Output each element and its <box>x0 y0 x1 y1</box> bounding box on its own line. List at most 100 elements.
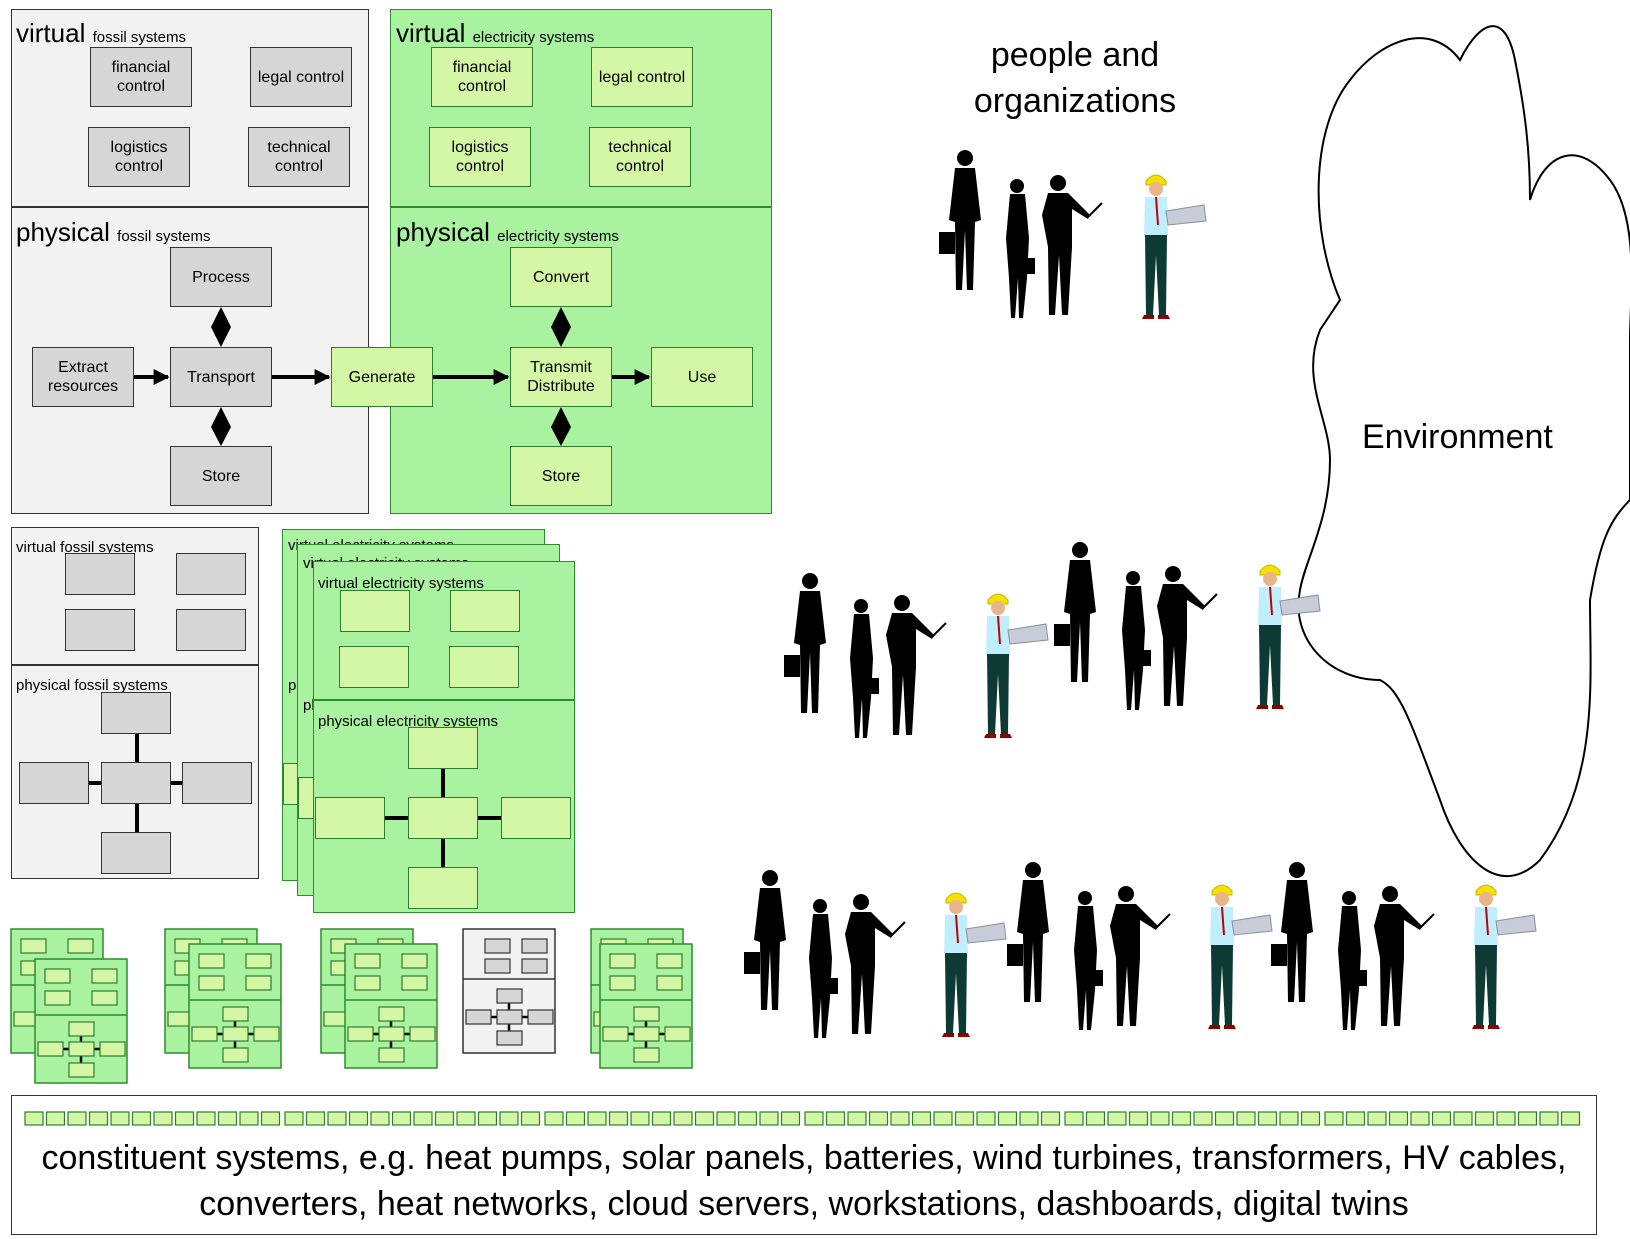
constituent-system-box <box>239 1111 259 1126</box>
electricity-legal-control-box: legal control <box>591 47 693 107</box>
people-and-organizations-label: people and organizations <box>973 36 1177 120</box>
constituent-system-box <box>1324 1111 1344 1126</box>
constituent-system-box <box>1496 1111 1516 1126</box>
constituent-system-box <box>608 1111 629 1126</box>
constituent-system-box <box>174 1111 195 1126</box>
constituent-system-box <box>1474 1111 1495 1126</box>
constituent-system-box <box>153 1111 173 1126</box>
constituent-system-box <box>434 1111 455 1126</box>
small-fossil-pbox-bottom <box>101 832 171 874</box>
fossil-financial-control-box: financial control <box>90 47 192 107</box>
constituent-system-box <box>1279 1111 1299 1126</box>
constituent-system-box <box>1345 1111 1366 1126</box>
constituent-system-box <box>630 1111 650 1126</box>
constituent-system-box <box>260 1111 281 1126</box>
constituent-system-box <box>1388 1111 1409 1126</box>
small-electricity-pbox-left <box>315 797 385 839</box>
constituent-system-box <box>370 1111 390 1126</box>
constituent-system-box <box>1171 1111 1192 1126</box>
constituent-system-box <box>544 1111 564 1126</box>
small-fossil-pbox-top <box>101 692 171 734</box>
constituent-system-box <box>565 1111 586 1126</box>
small-fossil-physical-label: physical fossil systems <box>16 677 168 694</box>
constituent-system-box <box>868 1111 889 1126</box>
electricity-physical-header: physical electricity systems <box>396 217 619 247</box>
constituent-system-box <box>217 1111 238 1126</box>
constituent-system-box <box>651 1111 672 1126</box>
small-electricity-vbox <box>450 590 520 632</box>
constituent-system-box <box>1539 1111 1559 1126</box>
fossil-logistics-control-box: logistics control <box>88 127 190 187</box>
constituent-system-box <box>976 1111 996 1126</box>
constituent-system-box <box>780 1111 801 1126</box>
fossil-store-box: Store <box>170 446 272 506</box>
small-fossil-virtual-panel <box>11 527 259 665</box>
constituent-system-box <box>131 1111 152 1126</box>
constituent-system-box <box>1107 1111 1127 1126</box>
constituent-system-box <box>196 1111 216 1126</box>
fossil-extract-box: Extract resources <box>32 347 134 407</box>
small-fossil-vbox <box>176 553 246 595</box>
fossil-technical-control-box: technical control <box>248 127 350 187</box>
constituent-system-box <box>477 1111 498 1126</box>
electricity-technical-control-box: technical control <box>589 127 691 187</box>
fossil-virtual-header: virtual fossil systems <box>16 18 186 48</box>
constituent-system-box <box>1019 1111 1039 1126</box>
small-fossil-pbox-center <box>101 762 171 804</box>
electricity-store-box: Store <box>510 446 612 506</box>
constituent-system-box <box>45 1111 66 1126</box>
constituent-system-box <box>911 1111 932 1126</box>
constituent-system-box <box>1214 1111 1235 1126</box>
constituent-system-box <box>88 1111 109 1126</box>
fossil-process-box: Process <box>170 247 272 307</box>
constituent-system-box <box>499 1111 519 1126</box>
constituent-systems-text: constituent systems, e.g. heat pumps, so… <box>41 1139 1567 1223</box>
constituent-system-box <box>110 1111 130 1126</box>
constituent-system-box <box>520 1111 541 1126</box>
electricity-financial-control-box: financial control <box>431 47 533 107</box>
electricity-generate-box: Generate <box>331 347 433 407</box>
constituent-system-box <box>67 1111 87 1126</box>
constituent-system-box <box>825 1111 846 1126</box>
small-electricity-vbox <box>449 646 519 688</box>
electricity-convert-box: Convert <box>510 247 612 307</box>
constituent-system-box <box>1453 1111 1473 1126</box>
double-arrow-transmit-store <box>551 407 571 446</box>
constituent-system-box <box>327 1111 347 1126</box>
fossil-legal-control-box: legal control <box>250 47 352 107</box>
small-electricity-virtual-label: virtual electricity systems <box>318 575 484 592</box>
constituent-system-box <box>997 1111 1018 1126</box>
small-fossil-vbox <box>176 609 246 651</box>
small-fossil-vbox <box>65 553 135 595</box>
electricity-logistics-control-box: logistics control <box>429 127 531 187</box>
constituent-system-box <box>737 1111 758 1126</box>
constituent-system-box <box>890 1111 910 1126</box>
constituent-system-box <box>413 1111 433 1126</box>
constituent-system-box <box>954 1111 975 1126</box>
constituent-system-box <box>1431 1111 1452 1126</box>
constituent-system-box <box>1128 1111 1149 1126</box>
constituent-system-box <box>456 1111 476 1126</box>
constituent-system-box <box>1236 1111 1256 1126</box>
double-arrow-process-transport <box>211 307 231 347</box>
constituent-system-box <box>391 1111 412 1126</box>
constituent-system-box <box>1064 1111 1084 1126</box>
constituent-system-box <box>1517 1111 1538 1126</box>
constituent-system-box <box>1560 1111 1581 1126</box>
small-fossil-pbox-right <box>182 762 252 804</box>
constituent-system-box <box>1410 1111 1430 1126</box>
electricity-transmit-box: Transmit Distribute <box>510 347 612 407</box>
constituent-system-box <box>587 1111 607 1126</box>
small-fossil-vbox <box>65 609 135 651</box>
constituent-system-box <box>759 1111 779 1126</box>
small-electricity-pbox-center <box>408 797 478 839</box>
small-electricity-pbox-bottom <box>408 867 478 909</box>
constituent-system-box <box>1150 1111 1170 1126</box>
constituent-system-box <box>24 1111 44 1126</box>
constituent-system-box <box>694 1111 715 1126</box>
small-fossil-pbox-left <box>19 762 89 804</box>
small-electricity-physical-label: physical electricity systems <box>318 713 499 730</box>
